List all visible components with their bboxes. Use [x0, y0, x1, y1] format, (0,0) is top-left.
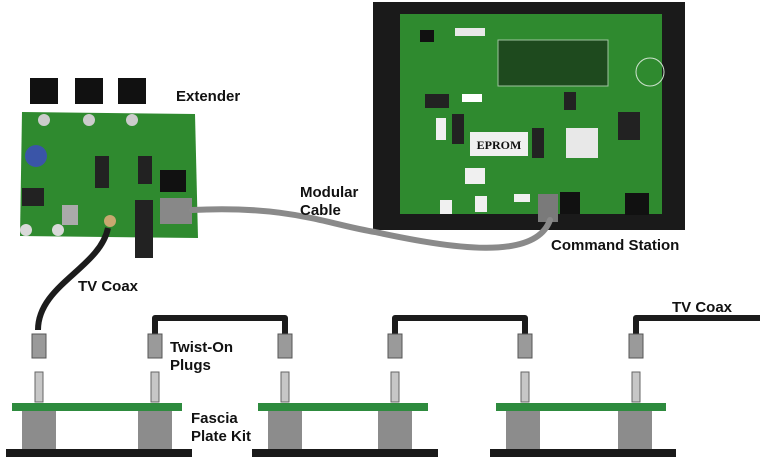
- command-station-modular-jack: [538, 194, 558, 222]
- fascia-plate-3: [490, 403, 676, 457]
- twist-on-plugs-label-line1: Twist-On: [170, 339, 234, 356]
- eprom-chip-label: EPROM: [477, 138, 522, 152]
- fascia-plate-1: [6, 403, 192, 457]
- modular-cable: [189, 206, 553, 251]
- modular-cable-label-line1: Modular: [300, 184, 359, 201]
- coax-cable-jumper-2: [392, 315, 528, 336]
- tv-coax-label-left: TV Coax: [78, 278, 139, 295]
- modular-cable-label-line2: Cable: [300, 202, 341, 219]
- coax-cable-right: [633, 315, 760, 336]
- extender-modular-jack: [160, 198, 192, 224]
- fascia-plate-kit-label-line2: Plate Kit: [191, 428, 252, 445]
- command-station: EPROM: [373, 2, 685, 230]
- jack-posts: [34, 371, 641, 403]
- extender-label: Extender: [176, 88, 241, 105]
- twist-on-plugs: [31, 333, 644, 359]
- fascia-plate-2: [252, 403, 438, 457]
- command-station-label: Command Station: [551, 237, 680, 254]
- tv-coax-label-right: TV Coax: [672, 299, 733, 316]
- coax-cable-extender: [35, 227, 111, 331]
- fascia-plate-kit-label-line1: Fascia: [191, 410, 238, 427]
- extender-coax-jack: [104, 215, 116, 227]
- coax-cable-jumper-1: [152, 315, 288, 336]
- extender-board: [20, 78, 198, 258]
- twist-on-plugs-label-line2: Plugs: [170, 357, 211, 374]
